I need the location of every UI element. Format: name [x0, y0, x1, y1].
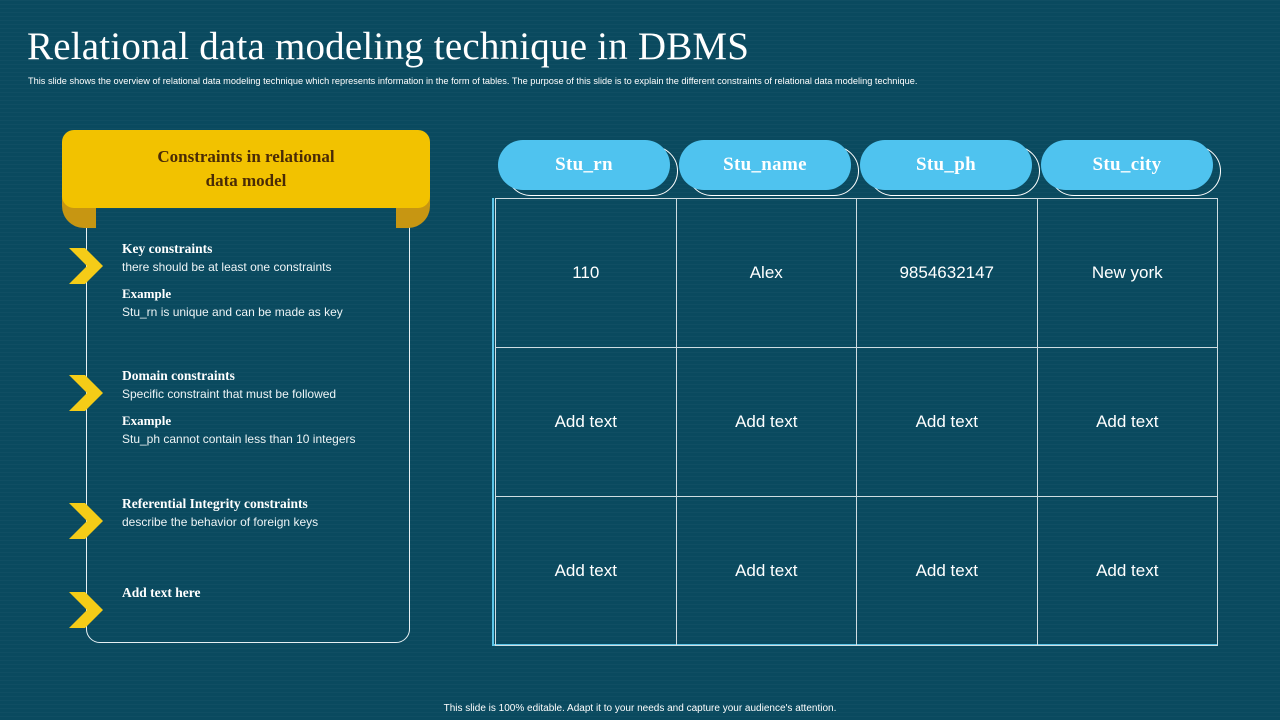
table-row: 110 Alex 9854632147 New york — [495, 198, 1218, 348]
list-item-text: Domain constraints Specific constraint t… — [122, 367, 410, 448]
list-item-text: Key constraints there should be at least… — [122, 240, 410, 321]
student-table: Stu_rn Stu_name Stu_ph Stu_city — [492, 140, 1221, 646]
list-item[interactable]: Key constraints there should be at least… — [69, 240, 410, 321]
column-header-label: Stu_rn — [555, 154, 613, 175]
chevron-right-icon — [69, 375, 103, 411]
pill-fill: Stu_rn — [498, 140, 670, 190]
table-cell[interactable]: New york — [1036, 198, 1218, 348]
ribbon-title-line-2: data model — [205, 171, 287, 190]
table-cell[interactable]: Add text — [1036, 347, 1218, 497]
page-subtitle: This slide shows the overview of relatio… — [28, 76, 918, 87]
column-header-stu-ph[interactable]: Stu_ph — [860, 140, 1040, 196]
list-item-text: Add text here — [122, 584, 410, 602]
pill-fill: Stu_ph — [860, 140, 1032, 190]
pill-fill: Stu_city — [1041, 140, 1213, 190]
table-row: Add text Add text Add text Add text — [495, 496, 1218, 646]
page-title: Relational data modeling technique in DB… — [27, 25, 750, 68]
constraints-ribbon-banner: Constraints in relational data model — [62, 130, 430, 228]
list-item[interactable]: Referential Integrity constraints descri… — [69, 495, 410, 539]
table-cell[interactable]: Add text — [856, 347, 1038, 497]
column-header-label: Stu_city — [1092, 154, 1162, 175]
constraint-description: Specific constraint that must be followe… — [122, 387, 337, 401]
footer-note: This slide is 100% editable. Adapt it to… — [443, 703, 837, 714]
ribbon-title: Constraints in relational data model — [157, 145, 334, 193]
constraint-example-label: Example — [122, 286, 172, 301]
list-item[interactable]: Domain constraints Specific constraint t… — [69, 367, 410, 448]
constraint-description: describe the behavior of foreign keys — [122, 515, 319, 529]
column-header-stu-name[interactable]: Stu_name — [679, 140, 859, 196]
list-item[interactable]: Add text here — [69, 584, 410, 628]
constraint-description: there should be at least one constraints — [122, 260, 332, 274]
table-row: Add text Add text Add text Add text — [495, 347, 1218, 497]
column-header-label: Stu_name — [723, 154, 807, 175]
table-cell[interactable]: Add text — [495, 496, 677, 646]
pill-fill: Stu_name — [679, 140, 851, 190]
table-cell[interactable]: Alex — [675, 198, 857, 348]
constraint-heading: Domain constraints — [122, 368, 235, 383]
table-cell[interactable]: 9854632147 — [856, 198, 1038, 348]
column-header-label: Stu_ph — [916, 154, 976, 175]
table-cell[interactable]: Add text — [675, 496, 857, 646]
table-cell[interactable]: Add text — [495, 347, 677, 497]
constraint-heading: Referential Integrity constraints — [122, 496, 308, 511]
table-column-headers: Stu_rn Stu_name Stu_ph Stu_city — [492, 140, 1221, 196]
table-cell[interactable]: Add text — [675, 347, 857, 497]
column-header-stu-city[interactable]: Stu_city — [1041, 140, 1221, 196]
grid-accent-left — [492, 198, 494, 646]
data-table: 110 Alex 9854632147 New york Add text Ad… — [495, 198, 1218, 646]
chevron-right-icon — [69, 592, 103, 628]
constraint-example-text: Stu_ph cannot contain less than 10 integ… — [122, 432, 356, 446]
chevron-right-icon — [69, 503, 103, 539]
table-grid: 110 Alex 9854632147 New york Add text Ad… — [492, 198, 1218, 646]
column-header-stu-rn[interactable]: Stu_rn — [498, 140, 678, 196]
chevron-right-icon — [69, 248, 103, 284]
ribbon-body: Constraints in relational data model — [62, 130, 430, 208]
table-cell[interactable]: Add text — [856, 496, 1038, 646]
constraint-heading: Add text here — [122, 585, 201, 600]
list-item-text: Referential Integrity constraints descri… — [122, 495, 410, 531]
constraint-example-label: Example — [122, 413, 172, 428]
constraint-heading: Key constraints — [122, 241, 213, 256]
ribbon-title-line-1: Constraints in relational — [157, 147, 335, 166]
table-cell[interactable]: 110 — [495, 198, 677, 348]
constraint-example-text: Stu_rn is unique and can be made as key — [122, 305, 343, 319]
table-cell[interactable]: Add text — [1036, 496, 1218, 646]
